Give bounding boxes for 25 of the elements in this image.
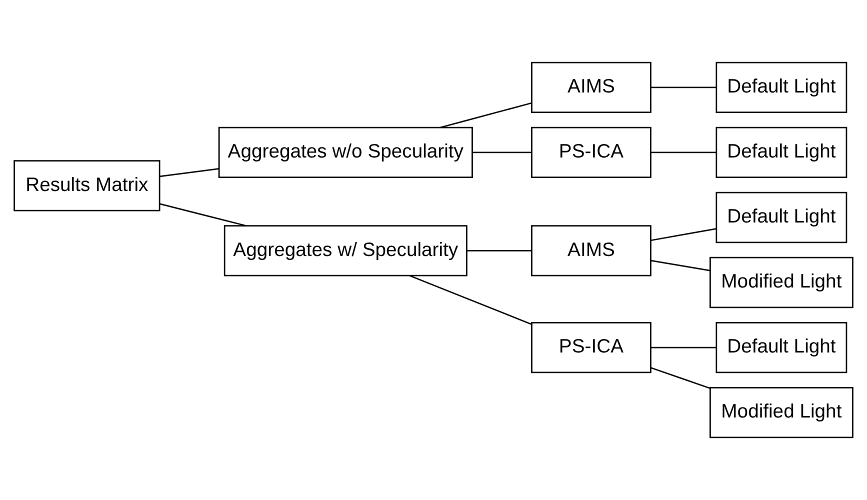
- connector: [159, 203, 246, 226]
- connector: [650, 346, 716, 348]
- connector: [650, 152, 716, 154]
- connector: [650, 228, 716, 242]
- node-box: PS-ICA: [531, 126, 652, 178]
- node-box: Aggregates w/ Specularity: [224, 225, 468, 276]
- connector: [650, 367, 710, 389]
- node-box: Modified Light: [710, 386, 854, 438]
- connector: [409, 275, 532, 325]
- connector: [467, 250, 532, 252]
- node-box: Default Light: [716, 62, 848, 114]
- node-box: Results Matrix: [14, 160, 160, 212]
- connector: [472, 152, 532, 154]
- node-box: Default Light: [716, 192, 848, 244]
- node-box: Aggregates w/o Specularity: [218, 126, 473, 178]
- node-box: Default Light: [716, 322, 848, 374]
- connector: [650, 260, 710, 272]
- node-box: Default Light: [716, 126, 848, 178]
- connector: [440, 102, 532, 128]
- node-box: AIMS: [531, 225, 652, 276]
- node-box: PS-ICA: [531, 322, 652, 374]
- connector: [650, 86, 716, 88]
- connector: [160, 168, 220, 178]
- node-box: Modified Light: [710, 256, 854, 308]
- node-box: AIMS: [531, 62, 652, 114]
